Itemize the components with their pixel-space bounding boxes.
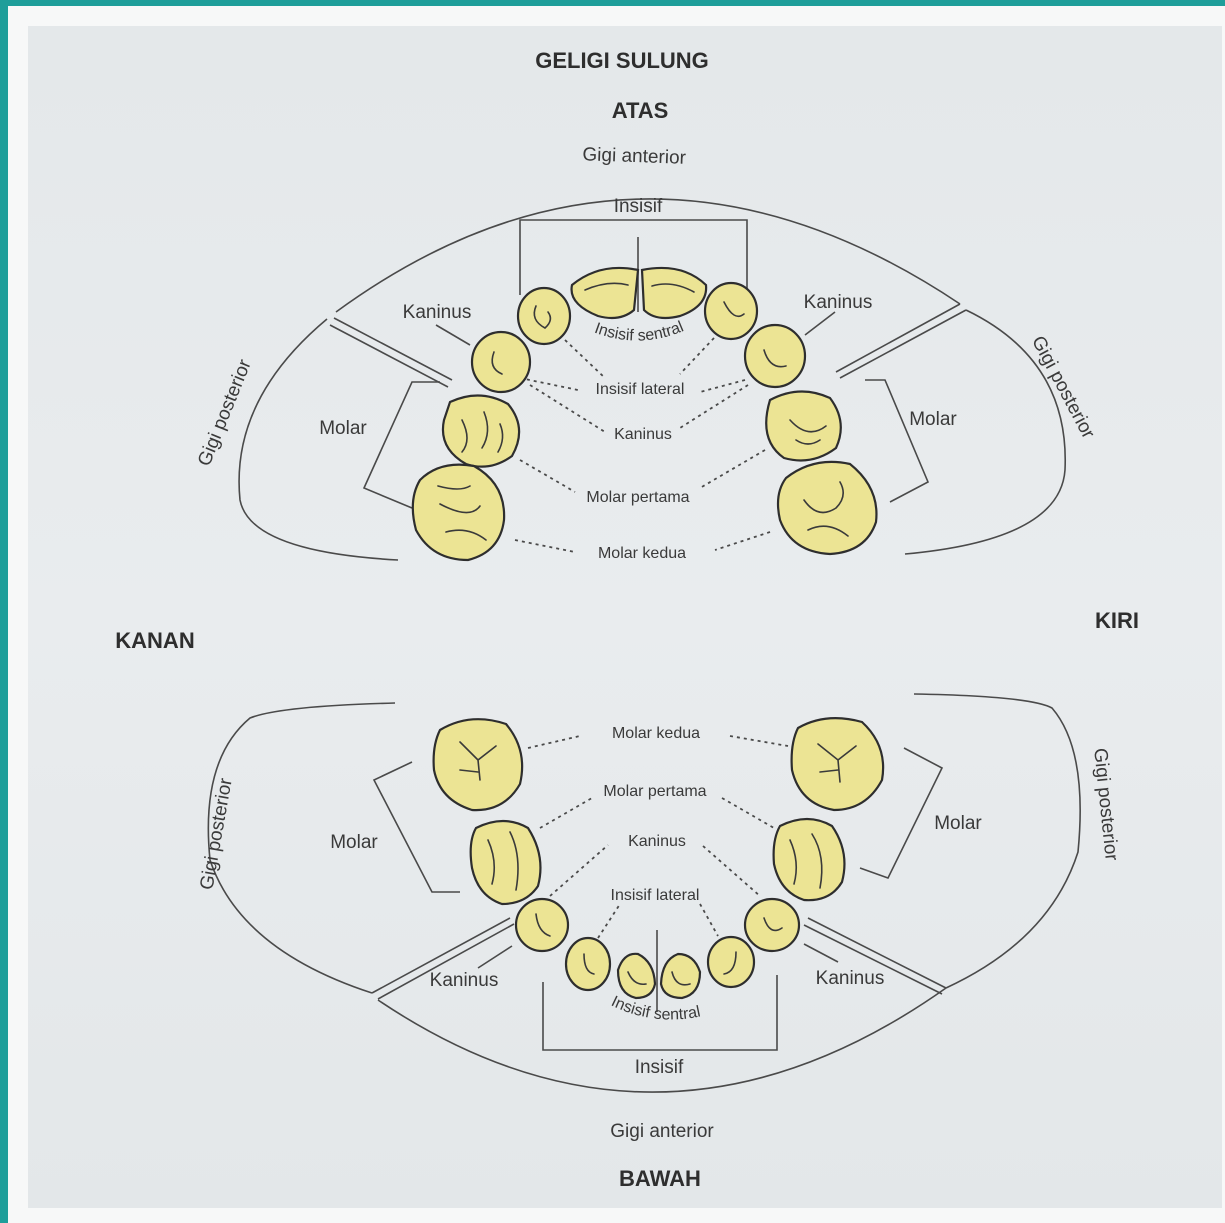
- lower-first-molar-right: [469, 819, 542, 906]
- upper-jaw-heading: ATAS: [612, 98, 669, 123]
- upper-molar-right-label: Molar: [319, 418, 367, 439]
- lower-second-molar-left: [790, 717, 885, 812]
- lower-jaw-heading: BAWAH: [619, 1166, 701, 1191]
- lower-central-incisor-left: [659, 952, 702, 1000]
- upper-central-incisor-left: [640, 266, 708, 320]
- lower-lateral-incisor-left: [706, 935, 756, 989]
- lower-first-molar-label: Molar pertama: [603, 783, 706, 800]
- diagram-title: GELIGI SULUNG: [535, 48, 709, 73]
- upper-incisor-group-label: Insisif: [614, 196, 663, 217]
- upper-teeth: [411, 266, 878, 562]
- lower-central-incisor-right: [616, 952, 657, 1000]
- upper-second-molar-label: Molar kedua: [598, 545, 686, 562]
- lower-lateral-incisor-label: Insisif lateral: [611, 887, 700, 904]
- upper-canine-left-label: Kaninus: [804, 292, 873, 313]
- upper-canine-right: [470, 330, 532, 394]
- lower-leader-lines: [527, 735, 789, 939]
- lower-lateral-incisor-right: [564, 936, 612, 992]
- lower-molar-left-label: Molar: [934, 813, 982, 834]
- lower-canine-right: [514, 897, 570, 953]
- upper-posterior-right-label: Gigi posterior: [194, 356, 256, 469]
- upper-anterior-label: Gigi anterior: [582, 144, 687, 169]
- lower-central-incisor-label: Insisif sentral: [608, 993, 704, 1028]
- upper-first-molar-right: [441, 394, 521, 468]
- lower-molar-right-label: Molar: [330, 832, 378, 853]
- lower-canine-left: [743, 897, 801, 953]
- lower-canine-center-label: Kaninus: [628, 833, 686, 850]
- upper-lateral-incisor-right: [516, 286, 572, 346]
- lower-canine-right-label: Kaninus: [430, 970, 499, 991]
- upper-first-molar-label: Molar pertama: [586, 489, 689, 506]
- upper-lateral-incisor-label: Insisif lateral: [596, 381, 685, 398]
- upper-lateral-incisor-left: [703, 281, 759, 341]
- upper-leader-lines: [514, 337, 771, 553]
- upper-second-molar-left: [776, 460, 878, 556]
- lower-first-molar-left: [772, 817, 846, 902]
- lower-second-molar-label: Molar kedua: [612, 725, 700, 742]
- diagram-paper: [28, 26, 1222, 1208]
- upper-canine-left: [743, 323, 807, 389]
- left-side-label: KIRI: [1095, 608, 1139, 633]
- upper-first-molar-left: [765, 390, 842, 462]
- lower-posterior-right-label: Gigi posterior: [196, 776, 236, 892]
- upper-canine-right-label: Kaninus: [403, 302, 472, 323]
- upper-molar-left-label: Molar: [909, 409, 957, 430]
- right-side-label: KANAN: [115, 628, 194, 653]
- upper-central-incisor-right: [570, 266, 640, 320]
- lower-posterior-left-label: Gigi posterior: [1089, 747, 1122, 862]
- lower-incisor-group-label: Insisif: [635, 1057, 684, 1078]
- upper-canine-center-label: Kaninus: [614, 426, 672, 443]
- upper-central-incisor-label: Insisif sentral: [592, 318, 686, 344]
- lower-canine-left-label: Kaninus: [816, 968, 885, 989]
- lower-teeth: [432, 717, 885, 1000]
- lower-anterior-label: Gigi anterior: [610, 1121, 714, 1142]
- upper-arch-outline: [238, 198, 1066, 561]
- lower-arch-outline: [207, 693, 1081, 1093]
